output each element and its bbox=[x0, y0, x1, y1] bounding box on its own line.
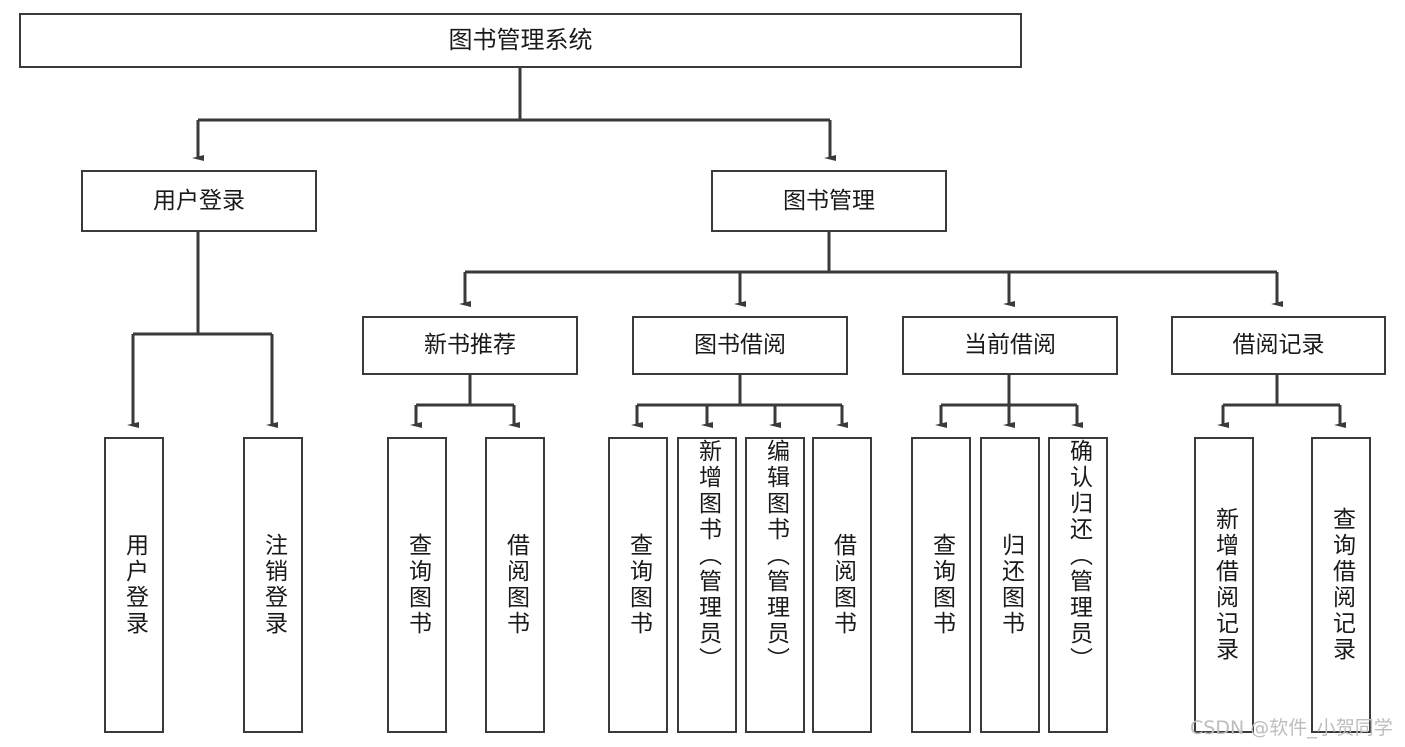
node-user-login[interactable]: 用户登录 bbox=[81, 170, 317, 232]
node-label: 新增借阅记录 bbox=[1211, 507, 1238, 663]
node-root-system[interactable]: 图书管理系统 bbox=[19, 13, 1022, 68]
node-label: 借阅图书 bbox=[502, 533, 529, 637]
node-new-book-recommend[interactable]: 新书推荐 bbox=[362, 316, 578, 375]
node-label: 用户登录 bbox=[121, 533, 148, 637]
leaf-confirm-return-admin[interactable]: 确认归还（管理员） bbox=[1048, 437, 1108, 733]
node-label: 查询图书 bbox=[928, 533, 955, 637]
node-borrow-record[interactable]: 借阅记录 bbox=[1171, 316, 1386, 375]
node-label: 新书推荐 bbox=[424, 332, 516, 359]
leaf-query-borrow-record[interactable]: 查询借阅记录 bbox=[1311, 437, 1371, 733]
node-label: 图书管理 bbox=[783, 187, 875, 214]
node-label: 借阅记录 bbox=[1232, 332, 1325, 359]
leaf-edit-book-admin[interactable]: 编辑图书（管理员） bbox=[745, 437, 805, 733]
leaf-user-login[interactable]: 用户登录 bbox=[104, 437, 164, 733]
watermark: CSDN @软件_小贺同学 bbox=[1190, 717, 1393, 739]
leaf-query-book-borrow[interactable]: 查询图书 bbox=[608, 437, 668, 733]
node-label: 编辑图书（管理员） bbox=[762, 439, 789, 673]
leaf-add-book-admin[interactable]: 新增图书（管理员） bbox=[677, 437, 737, 733]
node-label: 用户登录 bbox=[153, 187, 245, 214]
node-label: 新增图书（管理员） bbox=[694, 439, 721, 673]
node-label: 查询图书 bbox=[404, 533, 431, 637]
node-label: 查询借阅记录 bbox=[1328, 507, 1355, 663]
node-label: 查询图书 bbox=[625, 533, 652, 637]
node-label: 确认归还（管理员） bbox=[1065, 439, 1092, 673]
node-book-management[interactable]: 图书管理 bbox=[711, 170, 947, 232]
leaf-borrow-book[interactable]: 借阅图书 bbox=[812, 437, 872, 733]
leaf-return-book[interactable]: 归还图书 bbox=[980, 437, 1040, 733]
node-current-borrow[interactable]: 当前借阅 bbox=[902, 316, 1118, 375]
node-label: 注销登录 bbox=[260, 533, 287, 637]
leaf-user-logout[interactable]: 注销登录 bbox=[243, 437, 303, 733]
leaf-query-book-current[interactable]: 查询图书 bbox=[911, 437, 971, 733]
node-book-borrow[interactable]: 图书借阅 bbox=[632, 316, 848, 375]
leaf-borrow-book-recommend[interactable]: 借阅图书 bbox=[485, 437, 545, 733]
node-label: 图书借阅 bbox=[694, 332, 786, 359]
leaf-query-book-recommend[interactable]: 查询图书 bbox=[387, 437, 447, 733]
leaf-add-borrow-record[interactable]: 新增借阅记录 bbox=[1194, 437, 1254, 733]
node-label: 借阅图书 bbox=[829, 533, 856, 637]
node-label: 当前借阅 bbox=[964, 332, 1056, 359]
node-label: 图书管理系统 bbox=[448, 25, 593, 54]
node-label: 归还图书 bbox=[997, 533, 1024, 637]
